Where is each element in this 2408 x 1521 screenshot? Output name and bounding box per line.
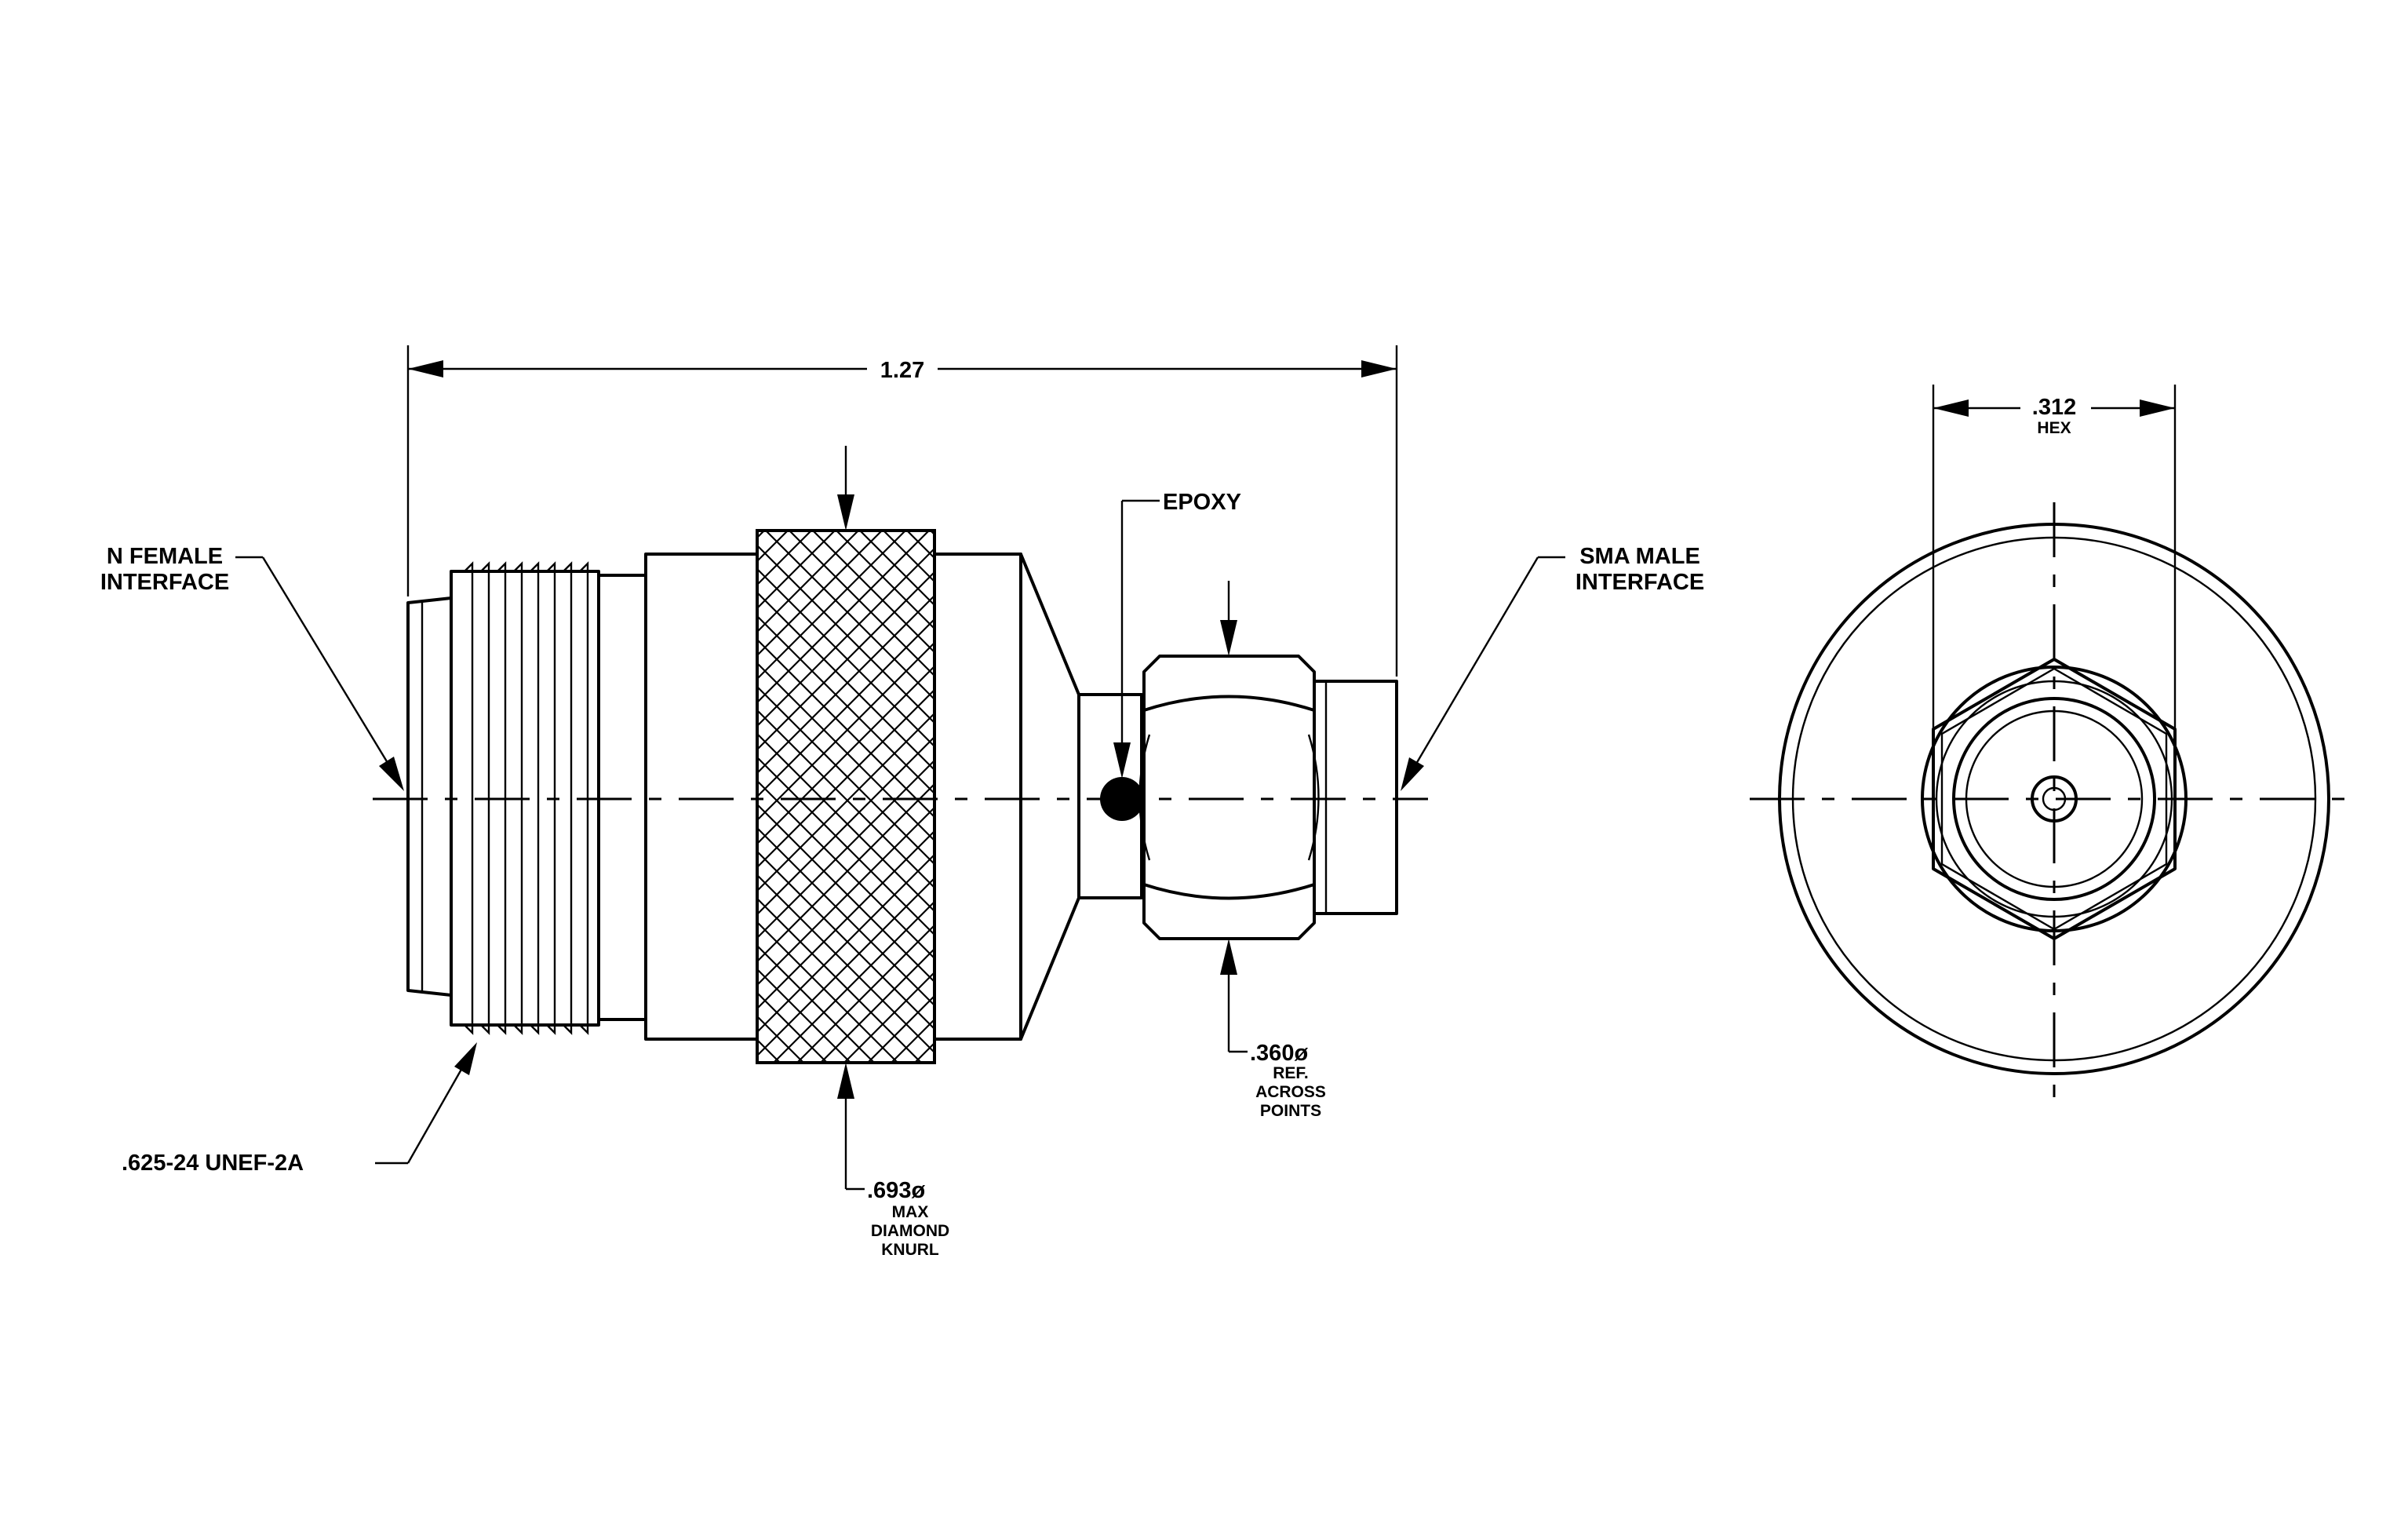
thread-neck: [597, 574, 647, 1021]
hex-points-label: .360ø: [1250, 1041, 1308, 1066]
n-female-lip: [406, 596, 453, 997]
body-taper: [1019, 553, 1080, 1041]
knurl-diameter-dimension: .693ø MAX DIAMOND KNURL: [837, 446, 949, 1259]
end-view: [1750, 502, 2362, 1099]
n-female-label-line1: N FEMALE: [107, 544, 223, 569]
hex-points-dimension: .360ø REF. ACROSS POINTS: [1220, 581, 1326, 1120]
diamond-knurl: [756, 529, 936, 1064]
overall-length-dimension: 1.27: [406, 345, 1398, 677]
sma-male-label-line2: INTERFACE: [1576, 570, 1704, 595]
sma-male-label-line1: SMA MALE: [1579, 544, 1700, 569]
thread-spec-label: .625-24 UNEF-2A: [122, 1151, 304, 1176]
hex-points-word-label: POINTS: [1260, 1102, 1321, 1120]
hex-across-label: ACROSS: [1255, 1083, 1326, 1101]
thread-ridge: [530, 561, 540, 1035]
sma-male-callout: SMA MALE INTERFACE: [1401, 544, 1704, 791]
n-female-label-line2: INTERFACE: [100, 570, 229, 595]
knurl-diameter-label: .693ø: [867, 1178, 925, 1203]
body-shoulder-left: [644, 553, 759, 1041]
thread-ridge: [563, 561, 573, 1035]
knurl-max-label: MAX: [892, 1203, 929, 1221]
hex-word-label: HEX: [2037, 419, 2071, 437]
thread-spec-callout: .625-24 UNEF-2A: [122, 1042, 477, 1176]
epoxy-callout: EPOXY: [1113, 490, 1241, 779]
epoxy-label: EPOXY: [1163, 490, 1241, 515]
knurl-knurl-label: KNURL: [881, 1241, 939, 1259]
sma-hex-nut: [1138, 655, 1320, 940]
body-shoulder-right: [933, 553, 1022, 1041]
n-female-callout: N FEMALE INTERFACE: [100, 544, 404, 791]
sma-plug-front: [1313, 680, 1398, 915]
hex-width-dimension: .312 HEX: [1932, 385, 2177, 729]
hex-ref-label: REF.: [1273, 1064, 1309, 1082]
thread-ridge: [464, 561, 474, 1035]
knurl-diamond-label: DIAMOND: [871, 1222, 949, 1240]
hex-width-label: .312: [2032, 395, 2076, 420]
side-view: [373, 529, 1428, 1064]
overall-length-label: 1.27: [880, 358, 924, 383]
